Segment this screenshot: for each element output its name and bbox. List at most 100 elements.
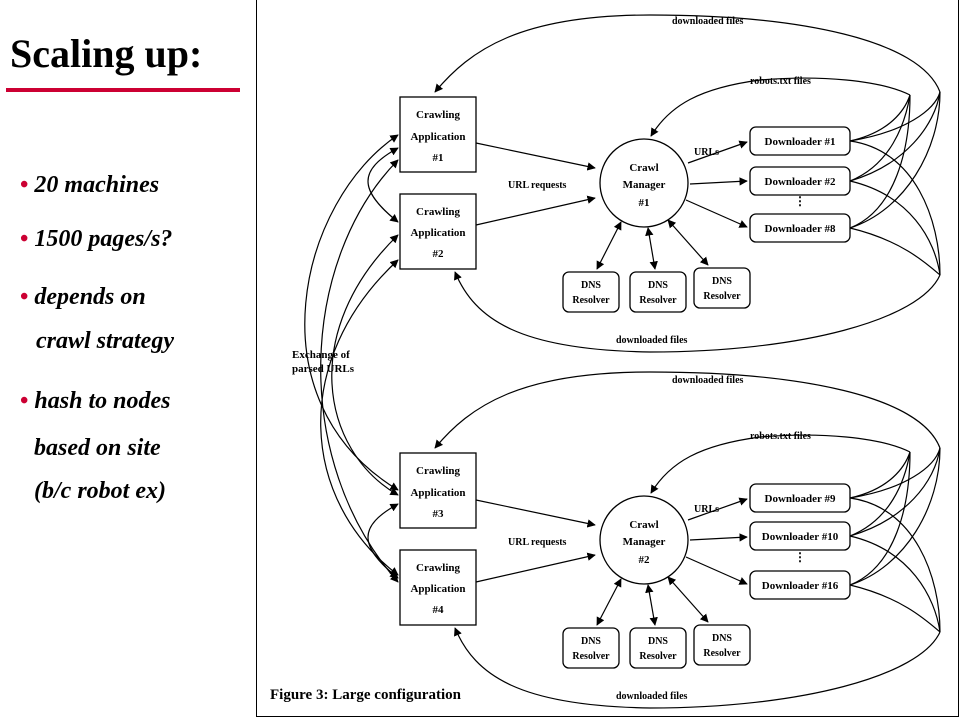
app-label-3: #3 bbox=[433, 508, 445, 520]
urls-arrow bbox=[687, 497, 748, 521]
app-label-2: Application bbox=[410, 227, 465, 239]
bullet-dot: • bbox=[20, 388, 29, 414]
url-request-arrow bbox=[475, 142, 596, 171]
robots-files-arrow bbox=[650, 434, 911, 494]
downloader-link bbox=[849, 451, 911, 586]
app-label-2: Application bbox=[410, 583, 465, 595]
dns-arrow bbox=[596, 221, 622, 270]
label-downloaded-files: downloaded files bbox=[616, 691, 688, 702]
cluster-2: Crawling Application #3 Crawling Applica… bbox=[367, 371, 941, 709]
dns-arrow bbox=[667, 219, 709, 266]
downloader-link bbox=[849, 91, 941, 142]
url-request-arrow bbox=[475, 552, 596, 583]
label-url-requests: URL requests bbox=[508, 537, 567, 548]
bullet-text: depends on bbox=[34, 284, 146, 310]
ellipsis-dots: ⋮ bbox=[794, 550, 806, 564]
app-label-1: Crawling bbox=[416, 109, 461, 121]
manager-label-2: Manager bbox=[623, 536, 666, 548]
figure-caption: Figure 3: Large configuration bbox=[270, 687, 462, 703]
downloader-link bbox=[849, 140, 941, 276]
bullet-item: •1500 pages/s? bbox=[20, 226, 172, 253]
downloader-link bbox=[849, 497, 941, 633]
downloader-link bbox=[849, 94, 911, 182]
exchange-arrow bbox=[331, 234, 399, 496]
crawling-app-box bbox=[399, 193, 477, 270]
app-label-2: Application bbox=[410, 131, 465, 143]
downloader-label: Downloader #8 bbox=[765, 223, 836, 235]
exchange-label-1: Exchange of bbox=[292, 349, 350, 361]
downloader-link bbox=[849, 451, 911, 537]
dns-arrow bbox=[596, 578, 622, 626]
exchange-arrow bbox=[304, 134, 399, 491]
downloader-link bbox=[849, 180, 941, 276]
dns-resolver-box bbox=[629, 271, 687, 313]
urls-arrow bbox=[689, 533, 748, 542]
downloader-link bbox=[849, 91, 941, 229]
dns-label-2: Resolver bbox=[703, 291, 741, 302]
dns-label-1: DNS bbox=[712, 276, 732, 287]
app-exchange-arrow bbox=[367, 503, 399, 579]
downloaded-files-arrow bbox=[434, 14, 941, 93]
dns-label-1: DNS bbox=[648, 280, 668, 291]
downloader-link bbox=[849, 94, 911, 229]
title-underline bbox=[6, 88, 240, 92]
url-request-arrow bbox=[475, 499, 596, 528]
dns-resolver-box bbox=[562, 271, 620, 313]
downloader-link bbox=[849, 447, 941, 586]
downloader-label: Downloader #16 bbox=[762, 580, 839, 592]
bullet-item: •20 machines bbox=[20, 172, 159, 199]
dns-label-2: Resolver bbox=[572, 651, 610, 662]
bullet-continuation: (b/c robot ex) bbox=[34, 478, 166, 504]
app-label-3: #4 bbox=[433, 604, 445, 616]
label-downloaded-files: downloaded files bbox=[672, 375, 744, 386]
downloader-label: Downloader #9 bbox=[765, 493, 836, 505]
dns-label-1: DNS bbox=[712, 633, 732, 644]
robots-files-arrow bbox=[650, 77, 911, 137]
manager-label-1: Crawl bbox=[629, 162, 658, 174]
dns-arrow bbox=[645, 584, 658, 626]
exchange-arrow bbox=[320, 259, 399, 576]
bullet-dot: • bbox=[20, 284, 29, 310]
app-label-3: #1 bbox=[433, 152, 444, 164]
exchange-arrows bbox=[304, 134, 399, 583]
downloader-link bbox=[849, 227, 941, 276]
dns-arrow bbox=[667, 576, 709, 623]
urls-arrow bbox=[685, 556, 748, 585]
app-exchange-arrow bbox=[367, 147, 399, 223]
label-urls: URLs bbox=[694, 504, 719, 515]
bullet-dot: • bbox=[20, 226, 29, 252]
downloader-link bbox=[849, 447, 941, 499]
manager-label-3: #1 bbox=[639, 197, 650, 209]
manager-label-2: Manager bbox=[623, 179, 666, 191]
dns-label-2: Resolver bbox=[703, 648, 741, 659]
bullet-text: 20 machines bbox=[34, 172, 160, 198]
bullet-text: hash to nodes bbox=[34, 388, 171, 414]
ellipsis-dots: ⋮ bbox=[794, 194, 806, 208]
url-request-arrow bbox=[475, 195, 596, 226]
downloaded-files-arrow bbox=[454, 627, 941, 709]
bullet-item: •depends on bbox=[20, 284, 146, 311]
downloaded-files-arrow bbox=[434, 371, 941, 449]
downloader-link bbox=[849, 91, 941, 182]
app-label-2: Application bbox=[410, 487, 465, 499]
dns-arrow bbox=[645, 227, 658, 270]
bullet-text: 1500 pages/s? bbox=[34, 226, 173, 252]
app-label-1: Crawling bbox=[416, 206, 461, 218]
label-url-requests: URL requests bbox=[508, 180, 567, 191]
downloaded-files-arrow bbox=[454, 271, 941, 353]
crawl-manager-circle bbox=[599, 495, 689, 585]
downloader-link bbox=[849, 584, 941, 633]
dns-resolver-box bbox=[562, 627, 620, 669]
crawling-app-box bbox=[399, 452, 477, 529]
downloader-link bbox=[849, 535, 941, 633]
exchange-label-2: parsed URLs bbox=[292, 363, 355, 375]
app-label-1: Crawling bbox=[416, 465, 461, 477]
downloader-link bbox=[849, 94, 911, 142]
label-robots-files: robots.txt files bbox=[750, 431, 811, 442]
bullet-continuation: crawl strategy bbox=[36, 328, 174, 354]
urls-arrow bbox=[685, 199, 748, 228]
downloader-label: Downloader #2 bbox=[765, 176, 836, 188]
label-robots-files: robots.txt files bbox=[750, 76, 811, 87]
dns-resolver-box bbox=[693, 624, 751, 666]
